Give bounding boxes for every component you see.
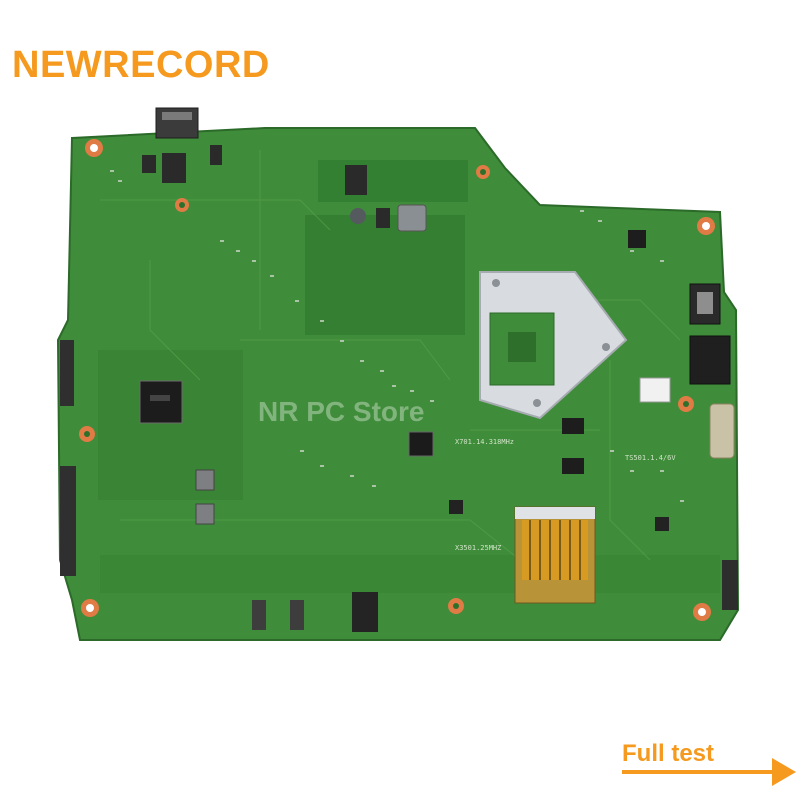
- ic-chips: [139, 153, 669, 531]
- pcb-region: [98, 350, 243, 500]
- full-test-label: Full test: [622, 740, 715, 767]
- watermark-text: NR PC Store: [258, 396, 425, 427]
- pcb-region: [318, 160, 468, 202]
- mounting-holes: [79, 139, 715, 621]
- board-marking-right: TS501.1.4/6V: [625, 454, 676, 462]
- pcb-region: [100, 555, 720, 593]
- pcb-traces: [100, 150, 681, 561]
- pcb-region: [305, 215, 465, 335]
- board-marking-cpu: X701.14.318MHz: [455, 438, 515, 446]
- board-marking-clock: X3501.25MHZ: [455, 544, 502, 552]
- power-components: [142, 145, 427, 525]
- cpu-heatsink-plate: [479, 271, 628, 420]
- smd-components: [110, 170, 684, 502]
- brand-title: NEWRECORD: [12, 44, 270, 86]
- board-connectors: [60, 107, 738, 632]
- arrow-right-icon: [622, 758, 796, 786]
- card-reader-slot: [514, 506, 596, 604]
